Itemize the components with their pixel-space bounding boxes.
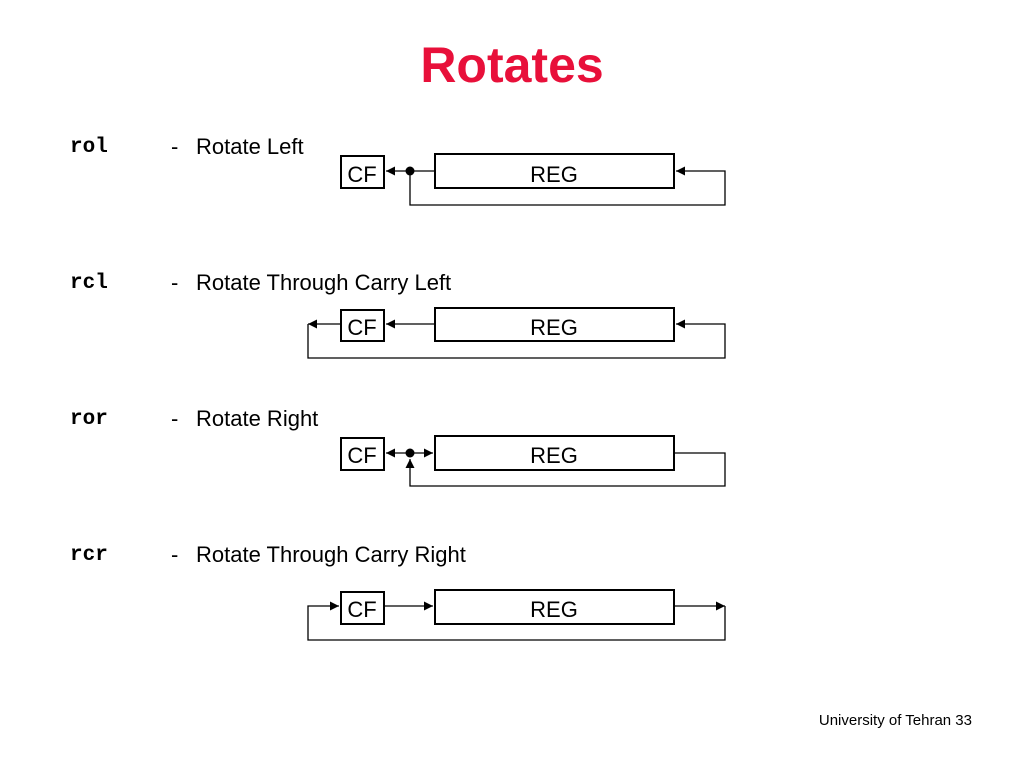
reg-label: REG	[530, 443, 578, 468]
instruction-description-rcl: Rotate Through Carry Left	[196, 270, 452, 295]
feedback-arrow	[307, 601, 726, 641]
rol-diagram: CF REG	[340, 153, 726, 206]
reg-label: REG	[530, 162, 578, 187]
reg-box	[434, 589, 675, 625]
feedback-arrow	[405, 452, 726, 487]
instruction-mnemonic-ror: ror	[70, 408, 108, 431]
instruction-dash: -	[171, 134, 179, 159]
reg-box	[434, 307, 675, 342]
rcl-diagram: CF REG	[307, 307, 726, 359]
cf-label: CF	[347, 162, 376, 187]
cf-box	[340, 437, 385, 471]
reg-label: REG	[530, 597, 578, 622]
instruction-mnemonic-rol: rol	[70, 136, 108, 159]
reg-box	[434, 435, 675, 471]
footer-text: University of Tehran 33	[818, 712, 972, 729]
instruction-mnemonic-rcr: rcr	[70, 544, 108, 567]
instruction-dash: -	[171, 270, 179, 295]
instruction-description-rcr: Rotate Through Carry Right	[196, 542, 466, 567]
instruction-dash: -	[171, 406, 179, 431]
cf-label: CF	[347, 315, 376, 340]
rcr-diagram: CF REG	[307, 589, 726, 641]
cf-box	[340, 309, 385, 342]
feedback-arrow	[307, 319, 726, 359]
instruction-dash: -	[171, 542, 179, 567]
instruction-mnemonic-rcl: rcl	[70, 272, 108, 295]
cf-box	[340, 155, 385, 189]
cf-label: CF	[347, 443, 376, 468]
reg-label: REG	[530, 315, 578, 340]
cf-box	[340, 591, 385, 625]
instruction-description-ror: Rotate Right	[196, 406, 319, 431]
feedback-arrow	[409, 166, 726, 206]
ror-diagram: CF REG	[340, 435, 726, 487]
slide-title: Rotates	[420, 37, 604, 93]
junction-dot	[405, 448, 415, 458]
cf-label: CF	[347, 597, 376, 622]
instruction-description-rol: Rotate Left	[196, 134, 304, 159]
